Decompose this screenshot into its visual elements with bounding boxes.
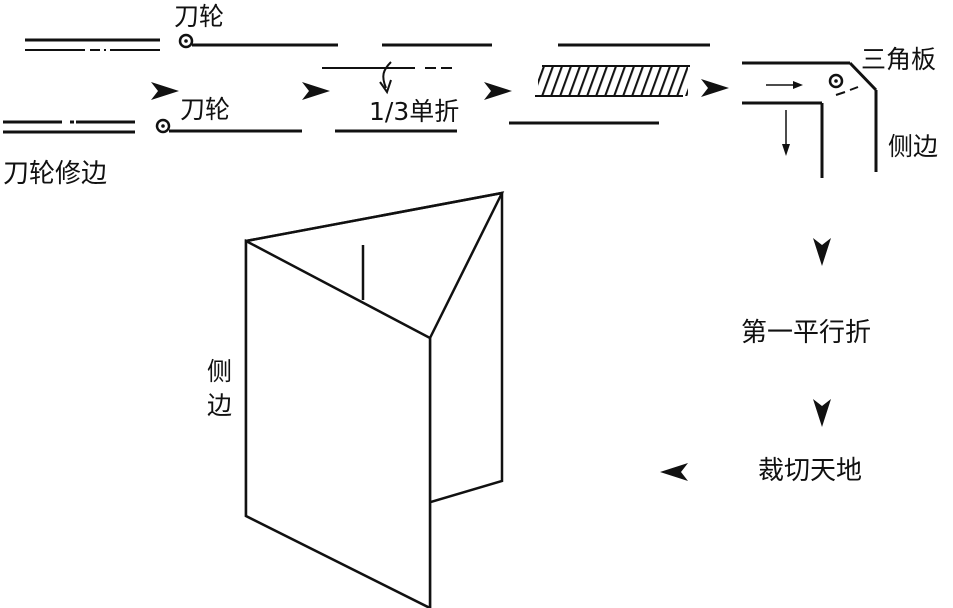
label-side-edge-left-2: 边 bbox=[207, 391, 232, 420]
flow-arrow-right bbox=[302, 82, 330, 100]
label-blade-wheel-trim: 刀轮修边 bbox=[3, 159, 107, 189]
stage-one-third-fold bbox=[322, 43, 492, 133]
stage-blade-wheel-trim bbox=[3, 38, 160, 134]
label-first-parallel-fold: 第一平行折 bbox=[741, 318, 871, 348]
folded-product bbox=[244, 191, 505, 608]
flow-arrow-left bbox=[660, 463, 688, 481]
label-side-edge-left: 侧 bbox=[207, 357, 232, 386]
triangle-board-wheel-icon bbox=[834, 79, 838, 83]
label-trim-head-foot: 裁切天地 bbox=[758, 456, 862, 486]
stage-folded-sheet bbox=[509, 43, 710, 125]
label-triangle-board: 三角板 bbox=[861, 45, 936, 74]
label-side-edge-right: 侧边 bbox=[888, 132, 938, 161]
flow-arrow-right bbox=[701, 79, 729, 97]
label-one-third-fold: 1/3单折 bbox=[369, 97, 459, 126]
flow-arrow-right bbox=[484, 82, 512, 100]
flow-arrow-down bbox=[813, 238, 831, 266]
label-blade-wheel-top: 刀轮 bbox=[174, 2, 224, 31]
label-blade-wheel-mid: 刀轮 bbox=[180, 95, 230, 124]
flow-arrow-down bbox=[813, 399, 831, 427]
blade-wheel-top bbox=[178, 33, 338, 49]
stage-triangle-board bbox=[742, 61, 878, 178]
blade-wheel-mid bbox=[155, 118, 302, 134]
flow-arrow-right bbox=[151, 82, 179, 100]
